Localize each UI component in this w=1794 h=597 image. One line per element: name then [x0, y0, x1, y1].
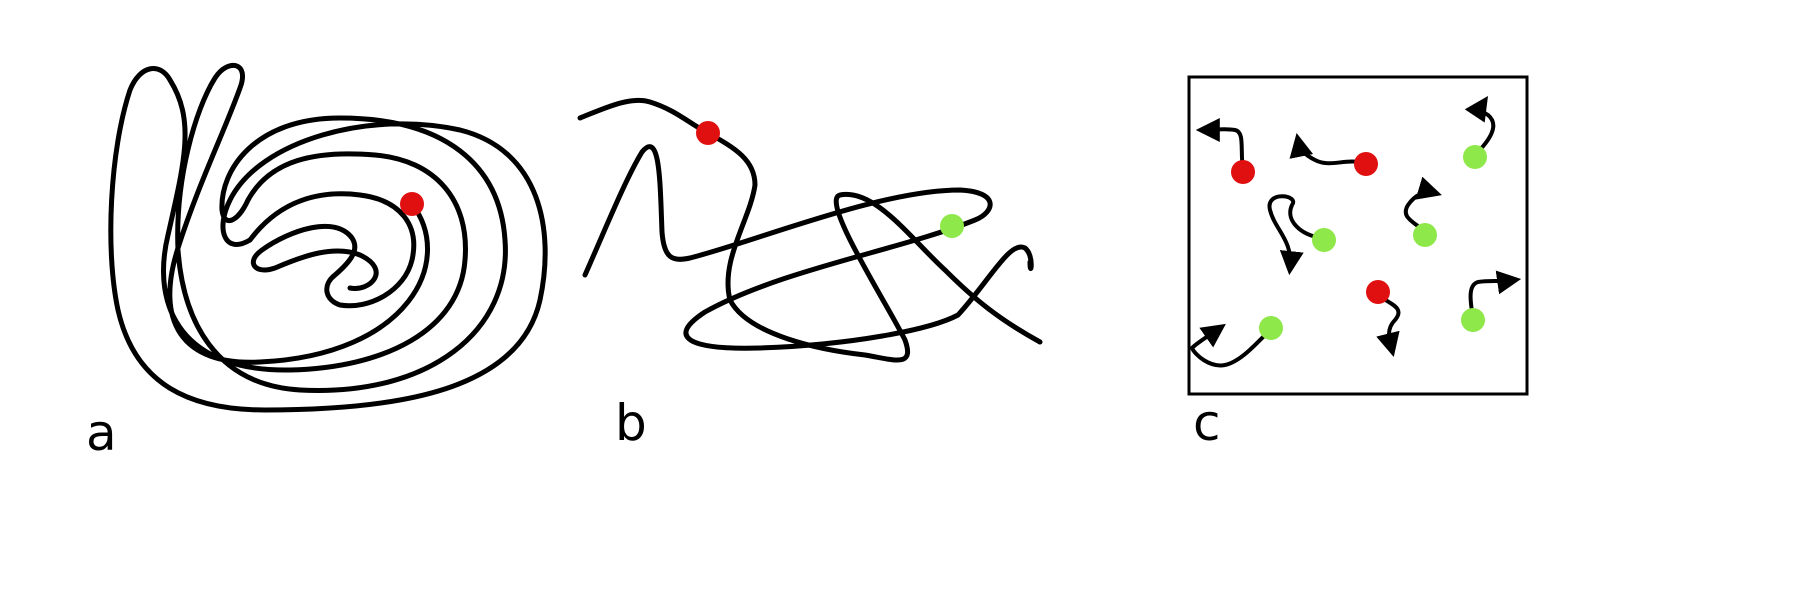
panel-label-b: b [615, 394, 647, 452]
green-particle [1463, 145, 1487, 169]
green-particle [940, 214, 964, 238]
red-particle [1354, 152, 1378, 176]
wandering-trajectory-curve [577, 97, 1043, 363]
motion-arrow [1190, 323, 1272, 368]
motion-arrow [1376, 293, 1401, 357]
bounding-box [1187, 75, 1529, 396]
green-particle [1259, 316, 1283, 340]
motion-arrow [1468, 270, 1522, 320]
spiral-trajectory-curve [108, 62, 548, 413]
panel-b: b [577, 97, 1043, 452]
green-particle [1312, 228, 1336, 252]
panel-c: c [1187, 75, 1529, 452]
red-particle [696, 121, 720, 145]
motion-arrow [1195, 117, 1245, 172]
green-particle [1461, 308, 1485, 332]
motion-arrow [1289, 132, 1367, 166]
red-particle [1366, 280, 1390, 304]
red-particle [400, 192, 424, 216]
green-particle [1413, 223, 1437, 247]
motion-arrow [1464, 96, 1496, 157]
motion-arrow [1267, 194, 1324, 276]
panel-a: a [86, 62, 548, 462]
motion-arrow [1403, 176, 1442, 234]
panel-label-a: a [86, 404, 117, 462]
red-particle [1231, 160, 1255, 184]
wandering-trajectory-curve-upper [582, 144, 1034, 351]
panel-label-c: c [1193, 394, 1221, 452]
